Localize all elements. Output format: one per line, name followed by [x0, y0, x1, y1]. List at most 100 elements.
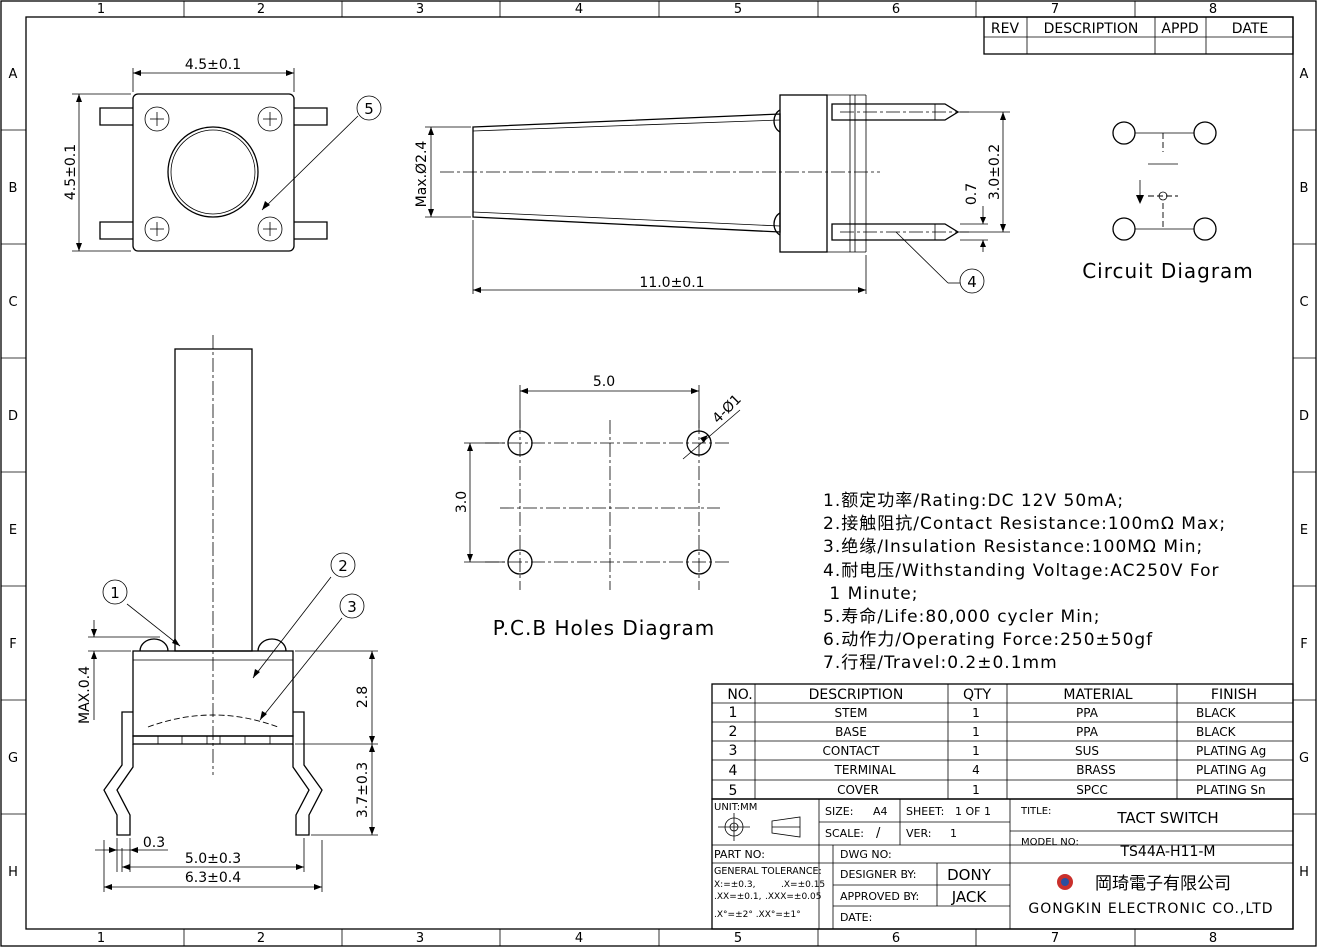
designer-value: DONY [947, 866, 992, 884]
frame-col-top-5: 5 [734, 2, 742, 17]
bom-row-2-material: PPA [1076, 725, 1099, 739]
tolerance-line-1a: X:=±0.3, [714, 880, 755, 890]
frame-row-left-H: H [8, 865, 18, 880]
front-view-base-height-dim: 2.8 [355, 686, 371, 708]
side-view: Max.Ø2.4 11.0±0.1 0.7 3.0±0.2 4 [414, 94, 1010, 294]
projection-symbol [718, 813, 801, 841]
frame-row-right-A: A [1300, 67, 1309, 82]
bom-header-finish: FINISH [1211, 687, 1257, 703]
rev-appd-header: APPD [1161, 21, 1198, 37]
pcb-holes-label: P.C.B Holes Diagram [493, 616, 716, 640]
approved-value: JACK [951, 888, 988, 906]
bom-row-1-qty: 1 [972, 706, 980, 720]
title-value: TACT SWITCH [1116, 809, 1218, 827]
front-view-lead-height-dim: 3.7±0.3 [355, 762, 371, 818]
frame-row-left-B: B [9, 181, 18, 196]
model-label: MODEL NO: [1021, 837, 1079, 848]
circuit-diagram-label: Circuit Diagram [1082, 259, 1254, 283]
top-view: 4.5±0.1 4.5±0.1 5 [63, 57, 382, 252]
frame-col-top-6: 6 [892, 2, 900, 17]
bom-row-4-finish: PLATING Ag [1196, 763, 1266, 777]
frame-row-right-B: B [1300, 181, 1309, 196]
frame-col-bottom-2: 2 [257, 931, 265, 946]
rev-date-header: DATE [1232, 21, 1268, 37]
bom-table: NO. DESCRIPTION QTY MATERIAL FINISH 1 ST… [711, 683, 1294, 800]
bom-row-1-no: 1 [729, 705, 738, 721]
bom-row-3-material: SUS [1075, 744, 1099, 758]
tolerance-line-2b: .XXX=±0.05 [765, 892, 821, 902]
spec-insulation-resistance: 3.绝缘/Insulation Resistance:100MΩ Min; [823, 537, 1204, 558]
side-view-length-dim: 11.0±0.1 [639, 275, 704, 291]
rev-header: REV [991, 21, 1020, 37]
frame-row-right-E: E [1300, 523, 1308, 538]
pcb-pitch-x-dim: 5.0 [593, 374, 615, 390]
frame-col-top-1: 1 [97, 2, 105, 17]
frame-row-right-F: F [1300, 637, 1307, 652]
front-view: MAX.0.4 2.8 3.7±0.3 0.3 5.0±0.3 6.3±0.4 … [77, 335, 378, 892]
ver-label: VER: [906, 827, 932, 840]
bom-row-1-material: PPA [1076, 706, 1099, 720]
rev-description-header: DESCRIPTION [1044, 21, 1139, 37]
bom-header-material: MATERIAL [1063, 687, 1132, 703]
spec-withstanding-voltage: 4.耐电压/Withstanding Voltage:AC250V For 1 … [823, 560, 1220, 604]
bom-row-5-finish: PLATING Sn [1196, 783, 1266, 797]
frame-col-bottom-3: 3 [416, 931, 424, 946]
callout-1: 1 [110, 584, 120, 602]
front-view-outer-width-dim: 6.3±0.4 [185, 870, 241, 886]
bom-row-2-no: 2 [729, 724, 738, 740]
frame-row-right-C: C [1299, 295, 1308, 310]
frame-col-top-2: 2 [257, 2, 265, 17]
frame-row-left-G: G [8, 751, 18, 766]
callout-3: 3 [347, 598, 357, 616]
frame-col-bottom-7: 7 [1051, 931, 1059, 946]
circuit-diagram: Circuit Diagram [1082, 121, 1254, 283]
scale-label: SCALE: [825, 827, 864, 840]
frame-row-right-H: H [1299, 865, 1309, 880]
frame-row-left-E: E [9, 523, 17, 538]
callout-4: 4 [967, 273, 977, 291]
title-label: TITLE: [1020, 806, 1051, 817]
pcb-holes-diagram: 5.0 3.0 4-Ø1 P.C.B Holes Diagram [454, 374, 745, 640]
bom-rows: 1 STEM 1 PPA BLACK 2 BASE 1 PPA BLACK 3 … [729, 705, 1267, 799]
front-view-max-dim: MAX.0.4 [77, 666, 93, 724]
date-label: DATE: [840, 911, 872, 924]
dwg-label: DWG NO: [840, 848, 892, 861]
side-view-spacing-dim: 3.0±0.2 [987, 144, 1003, 200]
model-value: TS44A-H11-M [1119, 844, 1215, 860]
bom-row-3-no: 3 [729, 743, 738, 759]
bom-row-5-no: 5 [729, 783, 738, 799]
bom-row-3-description: CONTACT [823, 744, 881, 758]
bom-row-2-description: BASE [835, 725, 867, 739]
pcb-pitch-y-dim: 3.0 [454, 491, 470, 513]
spec-travel: 7.行程/Travel:0.2±0.1mm [823, 653, 1058, 674]
frame-col-top-8: 8 [1209, 2, 1217, 17]
bom-row-3-finish: PLATING Ag [1196, 744, 1266, 758]
scale-value: / [876, 826, 881, 841]
frame-col-top-4: 4 [575, 2, 583, 17]
bom-row-4-description: TERMINAL [833, 763, 895, 777]
bom-row-5-material: SPCC [1076, 783, 1108, 797]
bom-header-description: DESCRIPTION [809, 687, 904, 703]
tolerance-line-2a: .XX=±0.1, [714, 892, 761, 902]
frame-row-right-G: G [1299, 751, 1309, 766]
ver-value: 1 [950, 827, 957, 840]
side-view-pin-dim: 0.7 [964, 183, 980, 205]
frame-col-bottom-5: 5 [734, 931, 742, 946]
frame-col-top-3: 3 [416, 2, 424, 17]
approved-label: APPROVED BY: [840, 890, 919, 903]
top-view-height-dim: 4.5±0.1 [63, 144, 79, 200]
spec-notes: 1.额定功率/Rating:DC 12V 50mA; 2.接触阻抗/Contac… [823, 490, 1293, 676]
bom-row-5-qty: 1 [972, 783, 980, 797]
callout-2: 2 [338, 557, 348, 575]
size-label: SIZE: [825, 805, 853, 818]
frame-row-left-A: A [9, 67, 18, 82]
sheet-label: SHEET: [906, 805, 944, 818]
title-block: UNIT:MM SIZE: A4 SHEET: 1 OF 1 SCALE: / … [711, 798, 1294, 930]
unit-label: UNIT:MM [714, 802, 757, 813]
frame-row-right-D: D [1299, 409, 1309, 424]
bom-row-2-qty: 1 [972, 725, 980, 739]
bom-row-4-no: 4 [729, 763, 738, 779]
spec-life: 5.寿命/Life:80,000 cycler Min; [823, 607, 1101, 628]
